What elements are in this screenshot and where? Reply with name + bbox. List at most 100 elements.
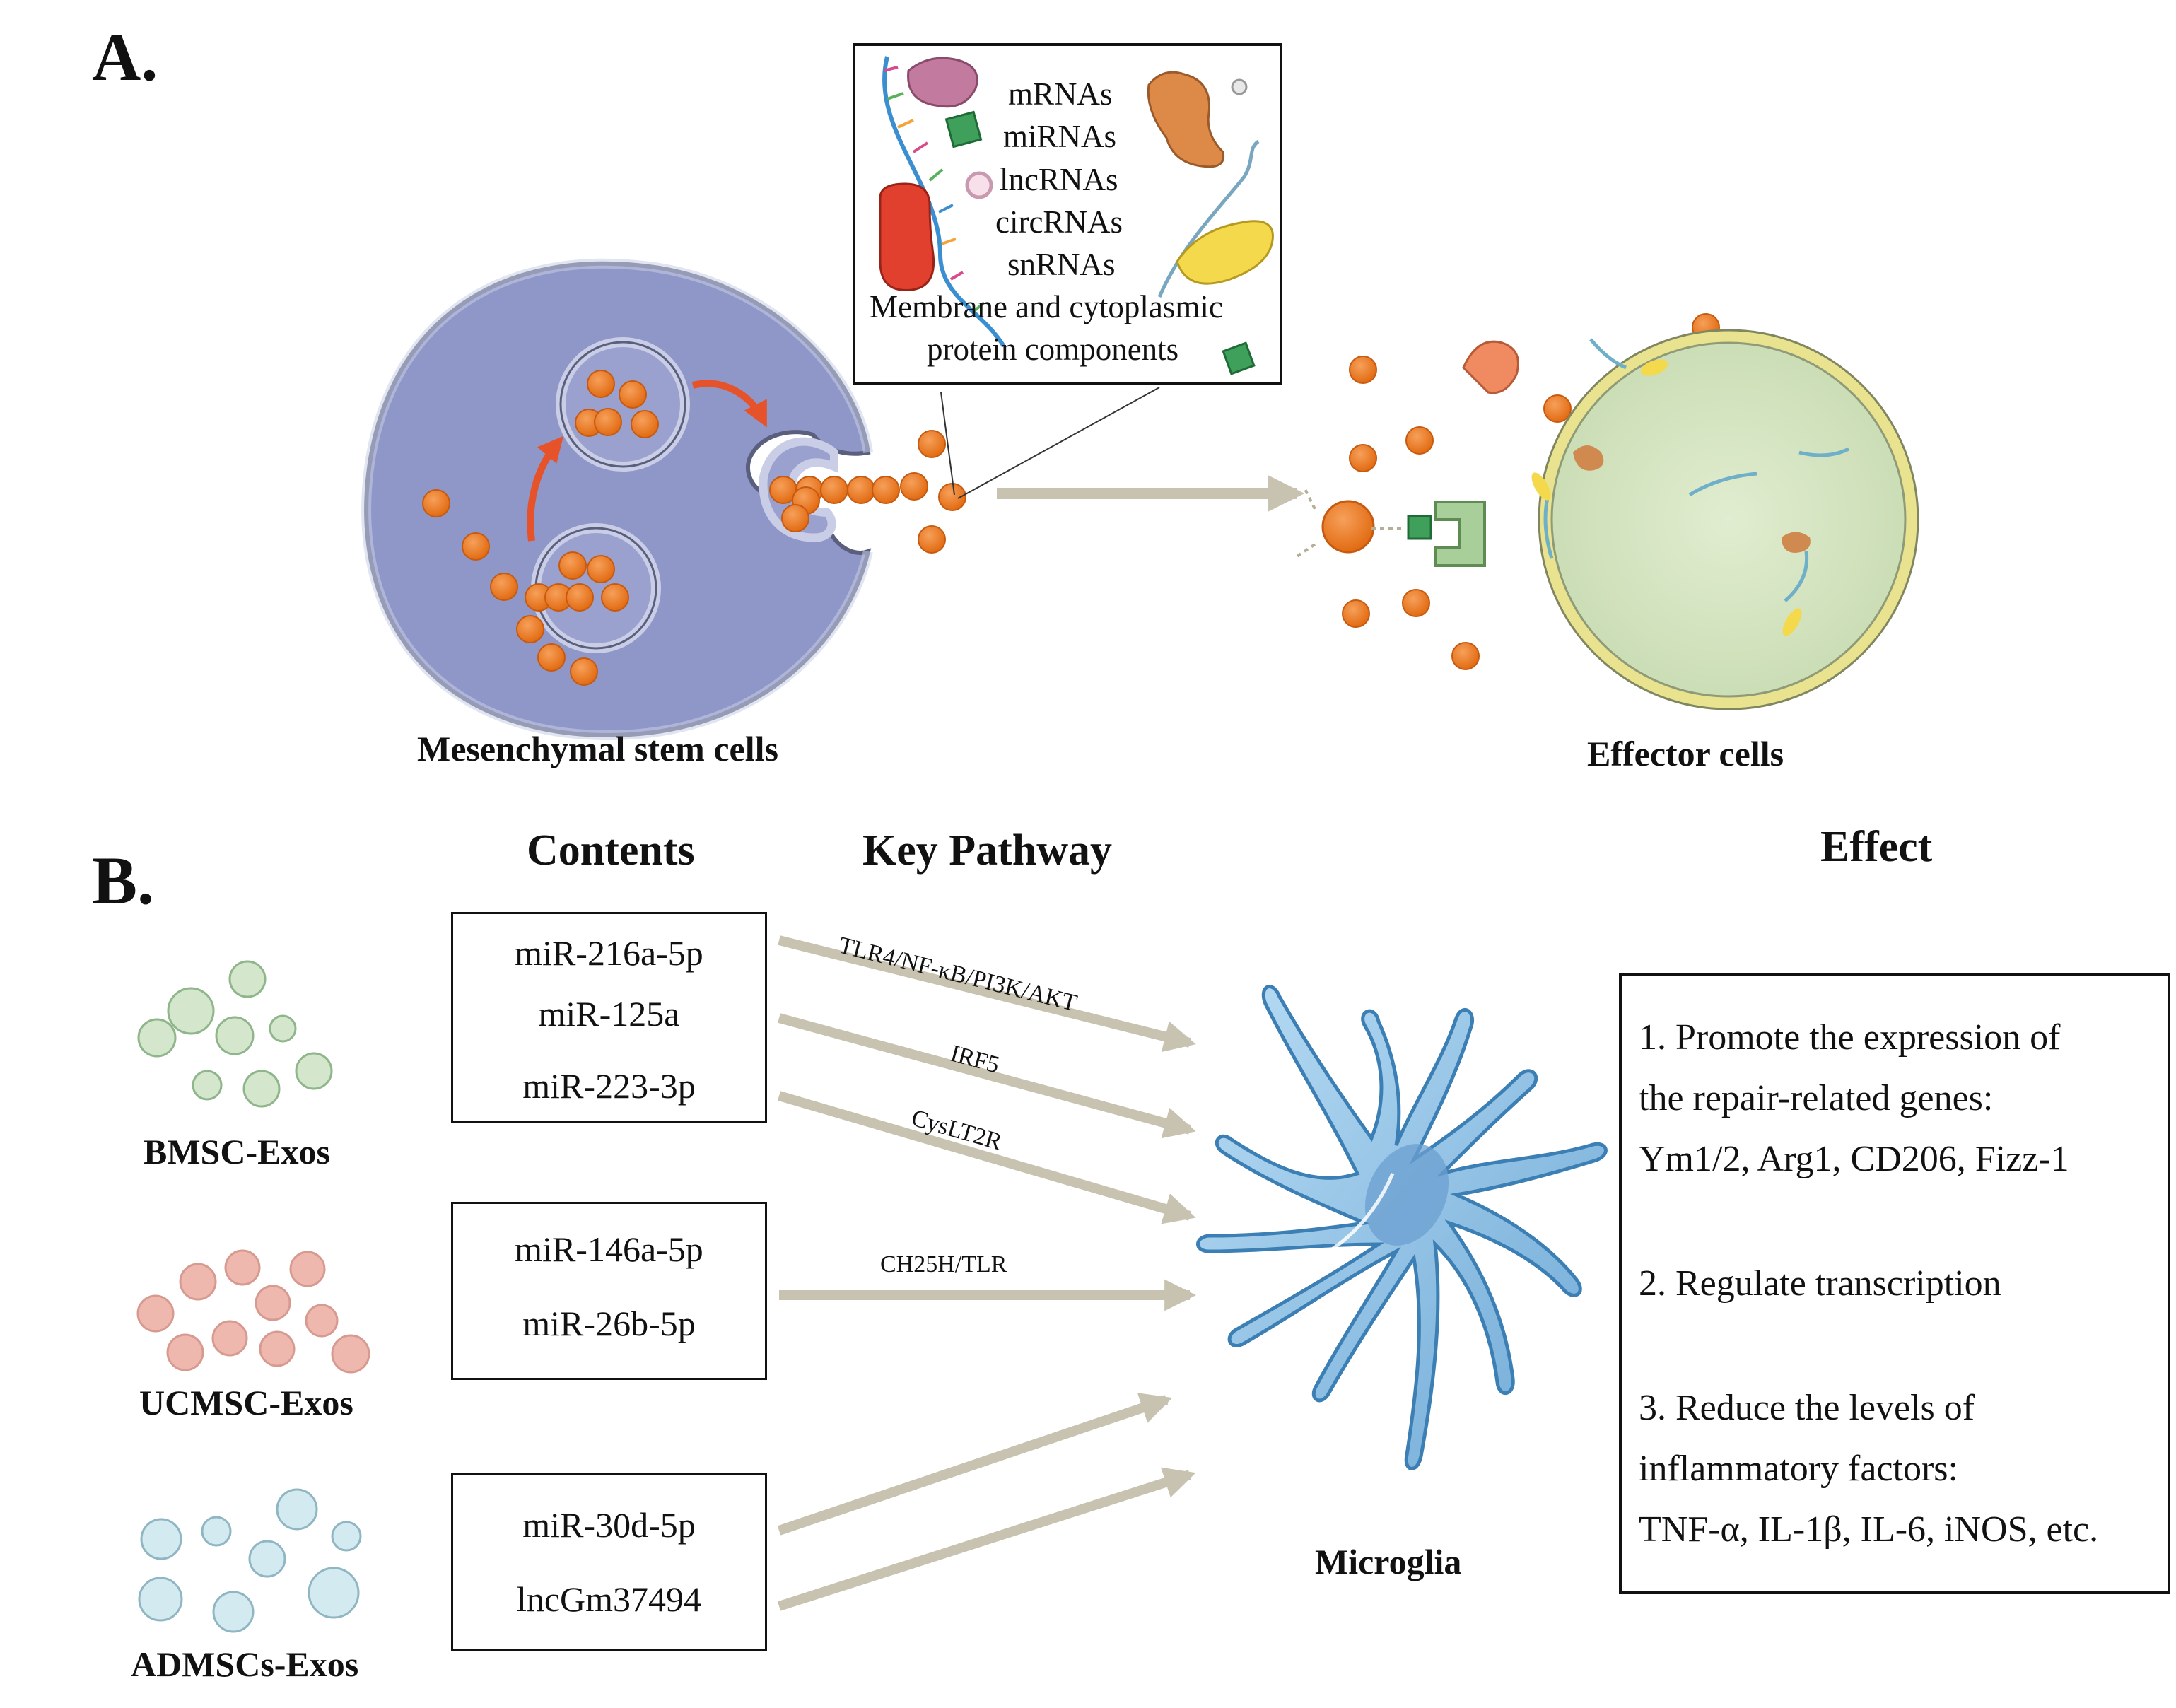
pathway-arrow-6 <box>777 1467 1196 1611</box>
exosome-vesicle <box>140 1518 182 1560</box>
exosome-dot <box>1342 599 1370 628</box>
red-protein <box>879 182 935 291</box>
pathway-label-4: CH25H/TLR <box>880 1251 1007 1277</box>
exosome-dot <box>631 410 659 438</box>
orange-protein <box>1573 445 1604 471</box>
exosome-vesicle <box>289 1251 326 1287</box>
pathway-arrow-3 <box>778 1091 1196 1224</box>
pathway-arrow-1 <box>778 935 1196 1053</box>
exosome-dot <box>587 370 615 398</box>
exosome-dot <box>781 504 809 532</box>
microglia-label: Microglia <box>1315 1542 1462 1581</box>
inset-leader-right <box>957 387 1160 499</box>
exosome-vesicle <box>192 1070 223 1101</box>
receptor-top <box>1462 340 1519 394</box>
exosome-dot <box>490 573 518 601</box>
exosome-vesicle <box>276 1488 318 1531</box>
exosome-vesicle <box>331 1521 362 1552</box>
exosome-vesicle <box>308 1567 360 1619</box>
cargo-mrnas: mRNAs <box>1008 76 1113 112</box>
source-label-admsc: ADMSCs-Exos <box>131 1644 359 1684</box>
exosome-vesicle <box>331 1334 370 1374</box>
microglia-nucleus <box>1364 1144 1449 1246</box>
small-vesicle <box>1231 78 1248 95</box>
content-item: miR-26b-5p <box>522 1304 696 1343</box>
inset-leader-left <box>940 392 955 496</box>
exosome-dot <box>537 643 566 672</box>
source-label-ucmsc: UCMSC-Exos <box>139 1383 353 1422</box>
header-key-pathway: Key Pathway <box>862 826 1113 875</box>
orange-protein-inset <box>1147 71 1225 168</box>
exosome-dot <box>1405 426 1434 455</box>
exosome-dot <box>1349 444 1377 472</box>
rna-strands <box>1543 338 1850 602</box>
effect-line: TNF-α, IL-1β, IL-6, iNOS, etc. <box>1639 1509 2099 1550</box>
exosome-vesicle <box>136 1294 175 1333</box>
exosome-vesicle <box>269 1014 297 1043</box>
exosome-dot <box>601 583 629 612</box>
exosome-vesicle <box>228 960 267 998</box>
header-effect: Effect <box>1820 823 1933 871</box>
exosome-dot <box>516 615 544 643</box>
yellow-protein-inset <box>1176 220 1274 285</box>
contents-box-admsc: miR-30d-5p lncGm37494 <box>451 1473 767 1651</box>
inset-panel <box>853 43 1282 385</box>
exosome-dot <box>918 430 946 458</box>
exosome-dot <box>422 489 450 517</box>
docking-exosome <box>1321 500 1375 554</box>
exosome-dot <box>900 472 928 501</box>
exosome-vesicle <box>255 1285 291 1321</box>
effect-line: 1. Promote the expression of <box>1639 1017 2061 1058</box>
exosome-vesicle <box>215 1016 255 1055</box>
exosome-dot <box>619 380 647 409</box>
msc-label: Mesenchymal stem cells <box>417 729 778 768</box>
exosome-vesicle <box>224 1249 261 1286</box>
exosome-vesicle <box>179 1263 217 1301</box>
budding-vesicle <box>759 437 838 542</box>
exosome-vesicle <box>166 1333 204 1371</box>
cargo-circrnas: circRNAs <box>995 204 1123 240</box>
content-item: miR-125a <box>538 994 680 1034</box>
exosome-dot <box>558 551 587 580</box>
lncrna-ring <box>965 171 993 199</box>
header-contents: Contents <box>527 826 695 875</box>
exosome-vesicle <box>295 1052 333 1090</box>
contents-box-ucmsc: miR-146a-5p miR-26b-5p <box>451 1202 767 1380</box>
exosome-dot <box>587 555 615 583</box>
exosome-dot <box>820 476 848 504</box>
exosome-dot <box>594 408 622 436</box>
source-label-bmsc: BMSC-Exos <box>144 1132 330 1171</box>
exosome-dot <box>1349 356 1377 384</box>
exosome-vesicle <box>138 1577 183 1622</box>
exosome-vesicle <box>305 1304 339 1338</box>
yellow-protein <box>1640 359 1668 376</box>
exosome-vesicle <box>211 1320 248 1357</box>
exosome-dot <box>872 476 900 504</box>
protein-line-2: protein components <box>927 332 1179 367</box>
exosome-dot <box>847 476 875 504</box>
content-item: lncGm37494 <box>516 1579 702 1619</box>
effect-box-frame <box>1619 973 2170 1594</box>
exosome-dot <box>1402 589 1430 617</box>
effect-line: 2. Regulate transcription <box>1639 1263 2001 1304</box>
effector-label: Effector cells <box>1587 734 1784 773</box>
effect-line: Ym1/2, Arg1, CD206, Fizz-1 <box>1639 1139 2069 1179</box>
content-item: miR-146a-5p <box>515 1229 703 1269</box>
vesicle-clusters <box>136 960 370 1633</box>
receptor-mid <box>1434 501 1486 567</box>
content-item: miR-223-3p <box>522 1066 696 1106</box>
green-cube-inset <box>944 110 983 148</box>
exosome-vesicle <box>212 1591 255 1633</box>
cargo-mirnas: miRNAs <box>1003 119 1117 154</box>
cargo-snrnas: snRNAs <box>1007 247 1116 282</box>
exosome-dot <box>1543 394 1572 423</box>
rna-helix-left <box>882 56 1006 348</box>
exosome-vesicle <box>201 1516 232 1547</box>
content-item: miR-30d-5p <box>522 1505 696 1545</box>
pink-protein <box>907 57 978 108</box>
pathway-arrow-5 <box>777 1393 1173 1536</box>
exosome-dot <box>462 532 490 561</box>
exosome-vesicle <box>137 1018 177 1058</box>
